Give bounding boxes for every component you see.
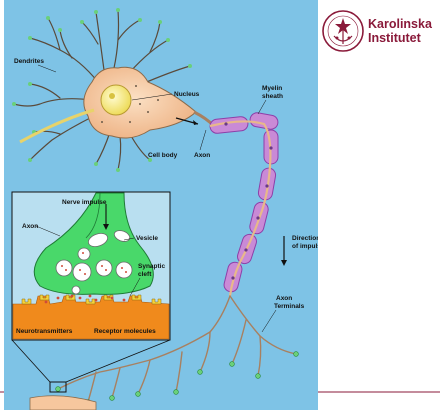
- label-neurotransmitters: Neurotransmitters: [16, 328, 73, 335]
- label-inset-axon: Axon: [22, 223, 38, 230]
- nucleus: [101, 85, 131, 115]
- label-vesicle: Vesicle: [136, 235, 158, 242]
- label-axon-2: Axon: [276, 295, 292, 302]
- label-myelin: Myelin: [262, 85, 282, 92]
- label-axon: Axon: [194, 152, 210, 159]
- label-nucleus: Nucleus: [174, 91, 200, 98]
- label-nerve-impulse: Nerve impulse: [62, 199, 107, 206]
- brand-line-2: Institutet: [368, 31, 422, 45]
- label-cell-body: Cell body: [148, 152, 178, 159]
- label-dendrites: Dendrites: [14, 58, 44, 65]
- label-sheath: sheath: [262, 93, 283, 100]
- label-receptor-molecules: Receptor molecules: [94, 328, 156, 335]
- fusing-vesicle: [72, 286, 80, 294]
- label-synaptic: Synaptic: [138, 263, 165, 270]
- neuron-diagram: Nerve impulse Axon Vesicle Synaptic clef…: [4, 0, 325, 410]
- label-terminals: Terminals: [274, 303, 305, 310]
- label-of-impulse: of impulse: [292, 243, 325, 250]
- brand-line-1: Karolinska: [368, 17, 433, 31]
- label-direction: Direction: [292, 235, 320, 242]
- label-cleft: cleft: [138, 271, 152, 278]
- karolinska-logo: Karolinska Institutet: [323, 11, 433, 51]
- seal-icon: [323, 11, 363, 51]
- nucleolus: [109, 93, 115, 99]
- synapse-inset: Nerve impulse Axon Vesicle Synaptic clef…: [12, 192, 170, 340]
